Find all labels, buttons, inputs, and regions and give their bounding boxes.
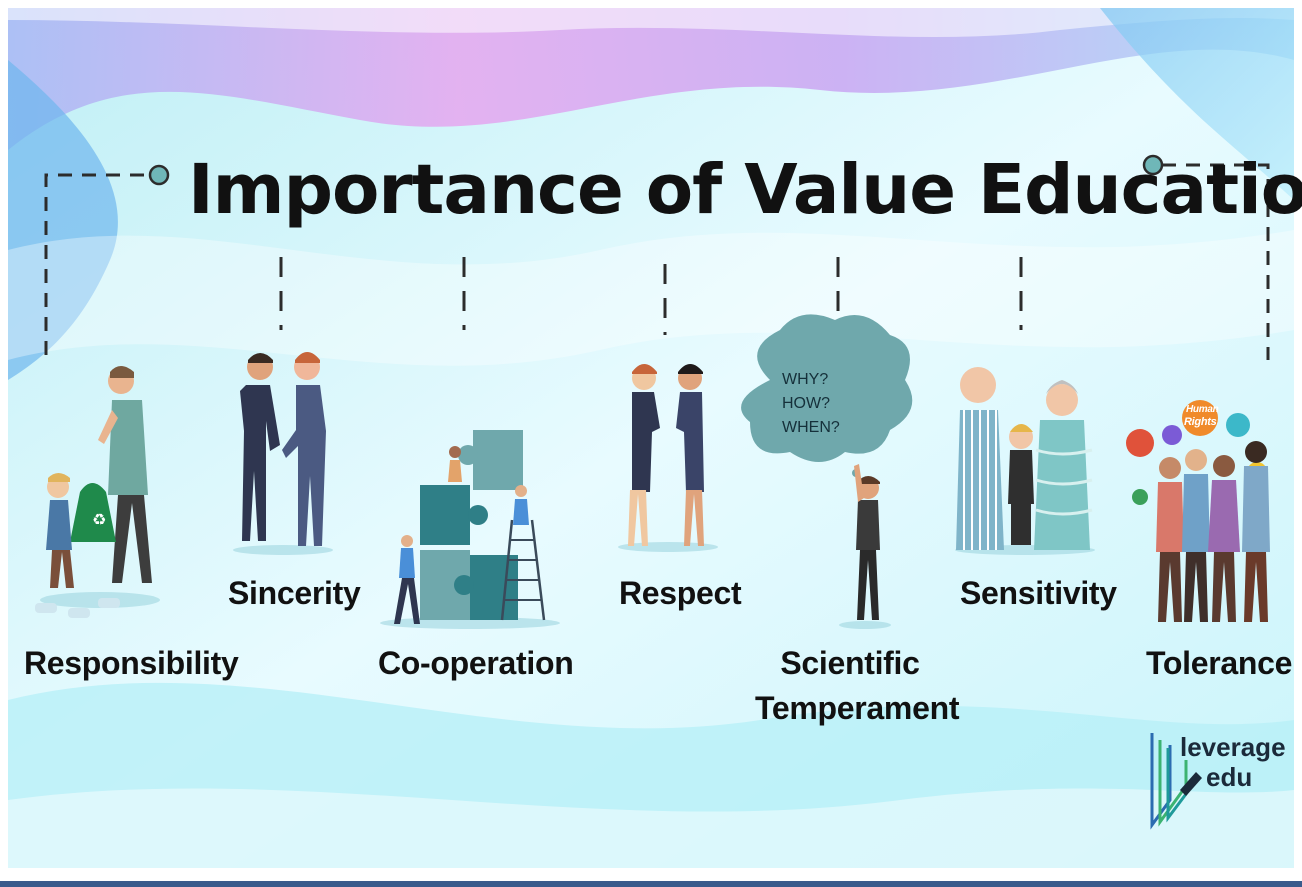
connector-right bbox=[1162, 163, 1270, 360]
sincerity-illustration bbox=[233, 352, 333, 555]
connector-node-left bbox=[148, 164, 170, 186]
connector-node-right bbox=[1142, 154, 1164, 176]
thought-cloud-text: WHY? HOW? WHEN? bbox=[782, 368, 862, 440]
page-title: Importance of Value Education bbox=[188, 150, 1302, 230]
cooperation-illustration bbox=[380, 430, 560, 629]
svg-text:♻: ♻ bbox=[92, 510, 106, 529]
logo-text-leverage: leverage bbox=[1180, 732, 1286, 762]
human-rights-banner-line1: Human bbox=[1186, 404, 1219, 415]
bottom-bar bbox=[0, 881, 1302, 887]
bubble-teal bbox=[1226, 413, 1250, 437]
logo-text-edu: edu bbox=[1206, 762, 1253, 792]
leverage-edu-logo-mark bbox=[1150, 733, 1202, 830]
label-temperament: Temperament bbox=[755, 690, 960, 726]
sensitivity-illustration bbox=[955, 367, 1095, 555]
cloud-line-how: HOW? bbox=[782, 395, 830, 412]
scientific-temperament-illustration bbox=[741, 314, 913, 629]
label-scientific: Scientific bbox=[780, 645, 920, 681]
label-responsibility: Responsibility bbox=[24, 645, 239, 681]
wave-cyan-bottom bbox=[8, 682, 1294, 868]
bubble-green bbox=[1132, 489, 1148, 505]
wave-light-top bbox=[8, 8, 1294, 38]
wave-white-bottom bbox=[8, 788, 1294, 868]
respect-illustration bbox=[618, 364, 718, 552]
bubble-red bbox=[1126, 429, 1154, 457]
connector-left bbox=[44, 173, 168, 360]
wave-blue-left bbox=[8, 60, 118, 380]
label-tolerance: Tolerance bbox=[1146, 645, 1293, 681]
wave-white-mid bbox=[8, 230, 1294, 366]
responsibility-illustration: ♻ bbox=[35, 366, 160, 618]
tolerance-people bbox=[1156, 441, 1270, 622]
human-rights-banner-line2: Rights bbox=[1184, 416, 1217, 428]
thought-cloud bbox=[741, 314, 913, 462]
tolerance-illustration bbox=[1126, 400, 1270, 622]
bubble-purple bbox=[1162, 425, 1182, 445]
label-sincerity: Sincerity bbox=[228, 575, 361, 611]
bubble-orange bbox=[1182, 400, 1218, 436]
wave-blue-right bbox=[1100, 8, 1294, 200]
cloud-line-when: WHEN? bbox=[782, 419, 840, 436]
label-sensitivity: Sensitivity bbox=[960, 575, 1117, 611]
cloud-line-why: WHY? bbox=[782, 371, 829, 388]
wave-purple bbox=[8, 8, 1294, 150]
label-cooperation: Co-operation bbox=[378, 645, 574, 681]
label-respect: Respect bbox=[619, 575, 742, 611]
connector-lines bbox=[44, 154, 1270, 360]
